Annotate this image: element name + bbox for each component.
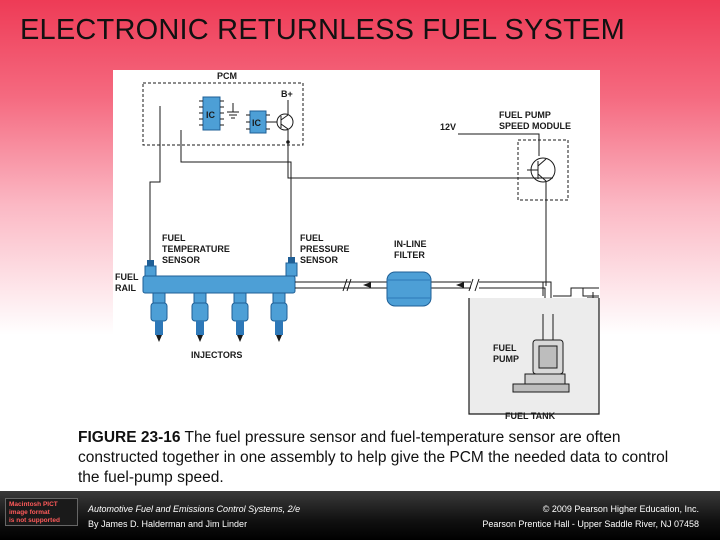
speed-module-label-2: SPEED MODULE: [499, 121, 571, 131]
temp-sensor-label-2: TEMPERATURE: [162, 244, 230, 254]
fuel-rail: [142, 275, 296, 294]
pcm-wiring: [149, 106, 553, 266]
caption-text: The fuel pressure sensor and fuel-temper…: [78, 429, 669, 486]
temperature-sensor: [144, 260, 157, 277]
injector-4: [270, 292, 288, 342]
book-info: Automotive Fuel and Emissions Control Sy…: [88, 502, 300, 532]
fuel-pump-label-1: FUEL: [493, 343, 517, 353]
ic-chip-2: IC: [246, 110, 270, 134]
pressure-sensor: [285, 257, 298, 277]
flow-arrow-1: [363, 282, 371, 288]
figure-caption: FIGURE 23-16 The fuel pressure sensor an…: [78, 428, 678, 488]
filter-label-2: FILTER: [394, 250, 425, 260]
fuel-pump: [512, 314, 570, 393]
footer-bar: Macintosh PICT image format is not suppo…: [0, 491, 720, 540]
unsupported-image-badge: Macintosh PICT image format is not suppo…: [5, 498, 78, 526]
speed-module-box: [517, 139, 569, 201]
book-title: Automotive Fuel and Emissions Control Sy…: [88, 504, 301, 514]
ic-label-2: IC: [252, 118, 262, 128]
bplus-label: B+: [281, 89, 293, 99]
fuel-tank-label: FUEL TANK: [505, 411, 556, 421]
pcm-label: PCM: [217, 71, 237, 81]
publisher-text: Pearson Prentice Hall - Upper Saddle Riv…: [482, 519, 699, 529]
volt-label: 12V: [440, 122, 456, 132]
fuel-rail-label-1: FUEL: [115, 272, 139, 282]
power-wire: [458, 133, 540, 156]
injectors-label: INJECTORS: [191, 350, 242, 360]
ground-symbol: [227, 103, 239, 119]
figure-number: FIGURE 23-16: [78, 429, 181, 446]
slide-title: ELECTRONIC RETURNLESS FUEL SYSTEM: [20, 14, 625, 46]
copyright-text: © 2009 Pearson Higher Education, Inc.: [542, 504, 699, 514]
speed-module-label-1: FUEL PUMP: [499, 110, 551, 120]
pressure-sensor-label-3: SENSOR: [300, 255, 339, 265]
injector-2: [191, 292, 209, 342]
copyright-info: © 2009 Pearson Higher Education, Inc. Pe…: [482, 502, 699, 532]
fuel-line: [295, 278, 599, 314]
pressure-sensor-label-1: FUEL: [300, 233, 324, 243]
speed-module-transistor: [527, 157, 556, 200]
pressure-sensor-label-2: PRESSURE: [300, 244, 350, 254]
pcm-transistor: [270, 100, 294, 131]
flow-arrow-2: [456, 282, 464, 288]
pcm-box: [142, 82, 304, 146]
injector-1: [150, 292, 168, 342]
inline-filter: [386, 271, 432, 307]
filter-label-1: IN-LINE: [394, 239, 427, 249]
temp-sensor-label-3: SENSOR: [162, 255, 201, 265]
temp-sensor-label-1: FUEL: [162, 233, 186, 243]
fuel-pump-label-2: PUMP: [493, 354, 519, 364]
injector-3: [231, 292, 249, 342]
injectors: [150, 292, 288, 342]
ic-label-1: IC: [206, 110, 216, 120]
fuel-system-diagram: PCM IC IC: [113, 70, 600, 422]
book-authors: By James D. Halderman and Jim Linder: [88, 519, 248, 529]
fuel-rail-label-2: RAIL: [115, 283, 136, 293]
ic-chip-1: IC: [199, 96, 224, 131]
